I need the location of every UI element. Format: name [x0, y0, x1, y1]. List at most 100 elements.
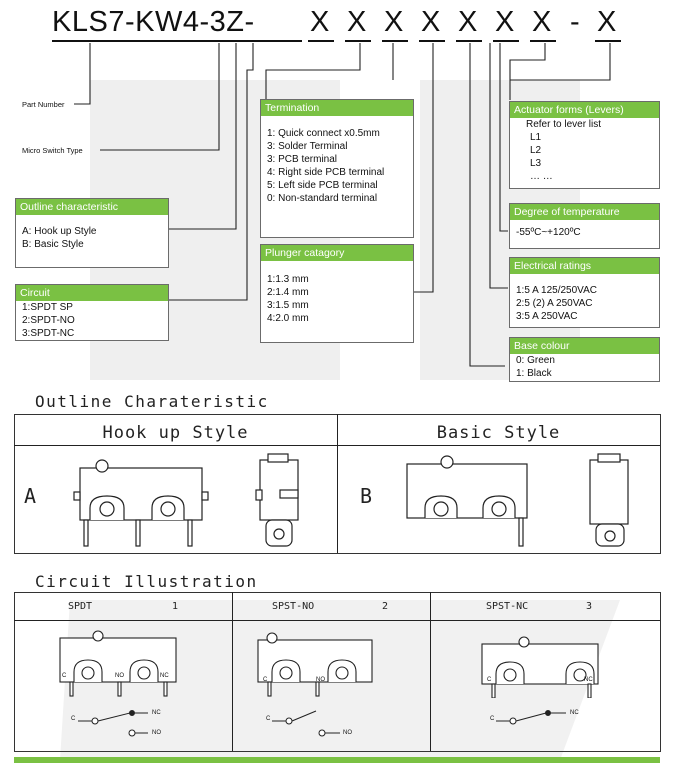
spst-nc-switch-drawing — [481, 636, 599, 698]
col-name-spst-nc: SPST-NC — [486, 601, 529, 612]
plunger-item: 3:1.5 mm — [267, 300, 309, 311]
code-slot-1: X — [310, 6, 330, 38]
circuit-table-header-rule — [14, 620, 660, 621]
letter-b: B — [360, 484, 373, 508]
spst-no-pin-no: NO — [316, 677, 325, 683]
electrical-item: 2:5 (2) A 250VAC — [516, 298, 593, 309]
electrical-title: Electrical ratings — [510, 258, 659, 274]
electrical-item: 1:5 A 125/250VAC — [516, 285, 597, 296]
termination-title: Termination — [261, 100, 413, 116]
basic-switch-side-drawing — [589, 453, 629, 547]
spdt-schem-no: NO — [152, 730, 161, 736]
basic-style-title: Basic Style — [436, 423, 561, 443]
hook-up-style-title: Hook up Style — [102, 423, 249, 443]
bottom-accent-bar — [14, 757, 660, 763]
part-code-prefix: KLS7-KW4-3Z- — [52, 6, 255, 38]
plunger-item: 4:2.0 mm — [267, 313, 309, 324]
termination-item: 3: PCB terminal — [267, 154, 338, 165]
letter-a: A — [24, 484, 37, 508]
circuit-table-divider-1 — [232, 592, 233, 751]
code-slot-5: X — [458, 6, 478, 38]
plunger-title: Plunger catagory — [261, 245, 413, 261]
circuit-item: 2:SPDT-NO — [22, 315, 75, 326]
basic-switch-front-drawing — [406, 455, 528, 547]
termination-item: 5: Left side PCB terminal — [267, 180, 378, 191]
base-colour-item: 1: Black — [516, 368, 552, 379]
spst-nc-pin-c: C — [487, 677, 492, 683]
code-dash: - — [570, 6, 581, 38]
spdt-pin-c: C — [62, 673, 67, 679]
spdt-schem-c: C — [71, 716, 76, 722]
col-name-spst-no: SPST-NO — [272, 601, 315, 612]
micro-switch-type-label: Micro Switch Type — [22, 146, 83, 155]
circuit-item: 1:SPDT SP — [22, 302, 73, 313]
underline-slot-1 — [308, 40, 334, 42]
col-num-2: 2 — [382, 601, 389, 612]
temperature-value: -55ºC~+120ºC — [516, 227, 581, 238]
spdt-schem-nc: NC — [152, 710, 161, 716]
spst-no-switch-drawing — [257, 632, 373, 697]
spst-no-schem-no: NO — [343, 730, 352, 736]
col-name-spdt: SPDT — [68, 601, 93, 612]
circuit-item: 3:SPDT-NC — [22, 328, 75, 339]
spdt-pin-no: NO — [115, 673, 124, 679]
outline-characteristic-box: Outline characteristic A: Hook up Style … — [15, 198, 169, 268]
circuit-title: Circuit — [16, 285, 168, 301]
outline-item: B: Basic Style — [22, 239, 84, 250]
actuator-title: Actuator forms (Levers) — [510, 102, 659, 118]
plunger-box: Plunger catagory 1:1.3 mm 2:1.4 mm 3:1.5… — [260, 244, 414, 343]
underline-slot-5 — [456, 40, 482, 42]
spst-nc-schematic — [496, 710, 566, 725]
col-num-1: 1 — [172, 601, 179, 612]
code-slot-7: X — [532, 6, 552, 38]
actuator-box: Actuator forms (Levers) Refer to lever l… — [509, 101, 660, 189]
base-colour-item: 0: Green — [516, 355, 555, 366]
spst-no-schem-c: C — [266, 716, 271, 722]
underline-slot-3 — [382, 40, 408, 42]
termination-item: 3: Solder Terminal — [267, 141, 348, 152]
outline-item: A: Hook up Style — [22, 226, 97, 237]
underline-slot-2 — [345, 40, 371, 42]
plunger-item: 1:1.3 mm — [267, 274, 309, 285]
circuit-box: Circuit 1:SPDT SP 2:SPDT-NO 3:SPDT-NC — [15, 284, 169, 341]
circuit-section-title: Circuit Illustration — [35, 572, 258, 591]
spst-nc-schem-nc: NC — [570, 710, 579, 716]
code-slot-last: X — [597, 6, 617, 38]
underline-slot-4 — [419, 40, 445, 42]
underline-slot-last — [595, 40, 621, 42]
termination-item: 0: Non-standard terminal — [267, 193, 378, 204]
circuit-table — [14, 592, 661, 752]
actuator-item: L2 — [530, 145, 542, 156]
actuator-item: L1 — [530, 132, 542, 143]
spst-nc-pin-nc: NC — [584, 677, 593, 683]
temperature-title: Degree of temperature — [510, 204, 659, 220]
plunger-item: 2:1.4 mm — [267, 287, 309, 298]
code-slot-3: X — [384, 6, 404, 38]
part-number-label: Part Number — [22, 100, 65, 109]
termination-item: 4: Right side PCB terminal — [267, 167, 385, 178]
termination-item: 1: Quick connect x0.5mm — [267, 128, 380, 139]
underline-prefix — [52, 40, 302, 42]
underline-slot-6 — [493, 40, 519, 42]
hook-up-switch-side-drawing — [255, 453, 299, 547]
code-slot-4: X — [421, 6, 441, 38]
outline-characteristic-title: Outline characteristic — [16, 199, 168, 215]
spst-nc-schem-c: C — [490, 716, 495, 722]
temperature-box: Degree of temperature -55ºC~+120ºC — [509, 203, 660, 249]
electrical-item: 3:5 A 250VAC — [516, 311, 578, 322]
actuator-item: L3 — [530, 158, 542, 169]
actuator-item: … … — [530, 171, 553, 182]
hook-up-switch-front-drawing — [73, 459, 209, 547]
connector-lines — [74, 43, 611, 367]
termination-box: Termination 1: Quick connect x0.5mm 3: S… — [260, 99, 414, 238]
outline-section-title: Outline Charateristic — [35, 392, 269, 411]
underline-slot-7 — [530, 40, 556, 42]
actuator-item: Refer to lever list — [526, 119, 602, 130]
base-colour-title: Base colour — [510, 338, 659, 354]
base-colour-box: Base colour 0: Green 1: Black — [509, 337, 660, 382]
spst-no-schematic — [272, 710, 340, 737]
outline-table-divider — [337, 414, 338, 553]
circuit-table-divider-2 — [430, 592, 431, 751]
electrical-box: Electrical ratings 1:5 A 125/250VAC 2:5 … — [509, 257, 660, 328]
code-slot-6: X — [495, 6, 515, 38]
